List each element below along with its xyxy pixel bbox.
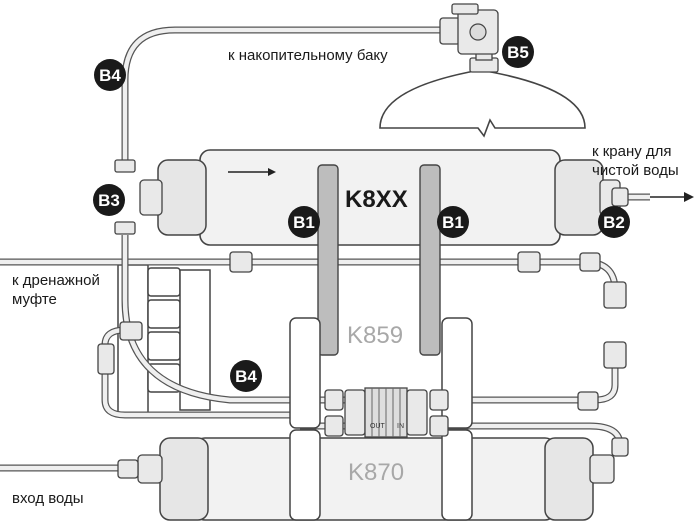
svg-text:B1: B1 <box>293 213 315 232</box>
badge-b5: B5 <box>502 36 534 68</box>
middle-model-label: K859 <box>347 322 403 349</box>
membrane-model-label: K8XX <box>345 186 408 213</box>
svg-text:B1: B1 <box>442 213 464 232</box>
svg-text:B4: B4 <box>235 367 257 386</box>
svg-text:B3: B3 <box>98 191 120 210</box>
membrane-brackets <box>317 164 441 356</box>
drain-label-line2: муфте <box>12 291 57 308</box>
fittings <box>97 159 629 479</box>
svg-text:B5: B5 <box>507 43 529 62</box>
carbon-housing <box>137 429 615 521</box>
restrictor-in-mark: IN <box>397 423 404 430</box>
restrictor-out-mark: OUT <box>370 423 386 430</box>
faucet-label-line2: чистой воды <box>592 162 679 179</box>
svg-text:B4: B4 <box>99 66 121 85</box>
storage-tank <box>379 45 586 138</box>
flow-restrictor <box>344 387 428 438</box>
faucet-arrow <box>650 192 694 202</box>
tank-label: к накопительному баку <box>228 47 388 64</box>
drain-label-line1: к дренажной <box>12 272 100 289</box>
water-in-label: вход воды <box>12 490 84 507</box>
prefilter-frame <box>289 317 473 429</box>
badge-b4-bottom: B4 <box>230 360 262 392</box>
badge-b3: B3 <box>93 184 125 216</box>
carbon-model-label: K870 <box>348 459 404 486</box>
faucet-label-line1: к крану для <box>592 143 672 160</box>
badge-b2: B2 <box>598 206 630 238</box>
svg-text:B2: B2 <box>603 213 625 232</box>
badge-b1-right: B1 <box>437 206 469 238</box>
tank-valve <box>439 3 499 55</box>
badge-b4-top: B4 <box>94 59 126 91</box>
badge-b1-left: B1 <box>288 206 320 238</box>
